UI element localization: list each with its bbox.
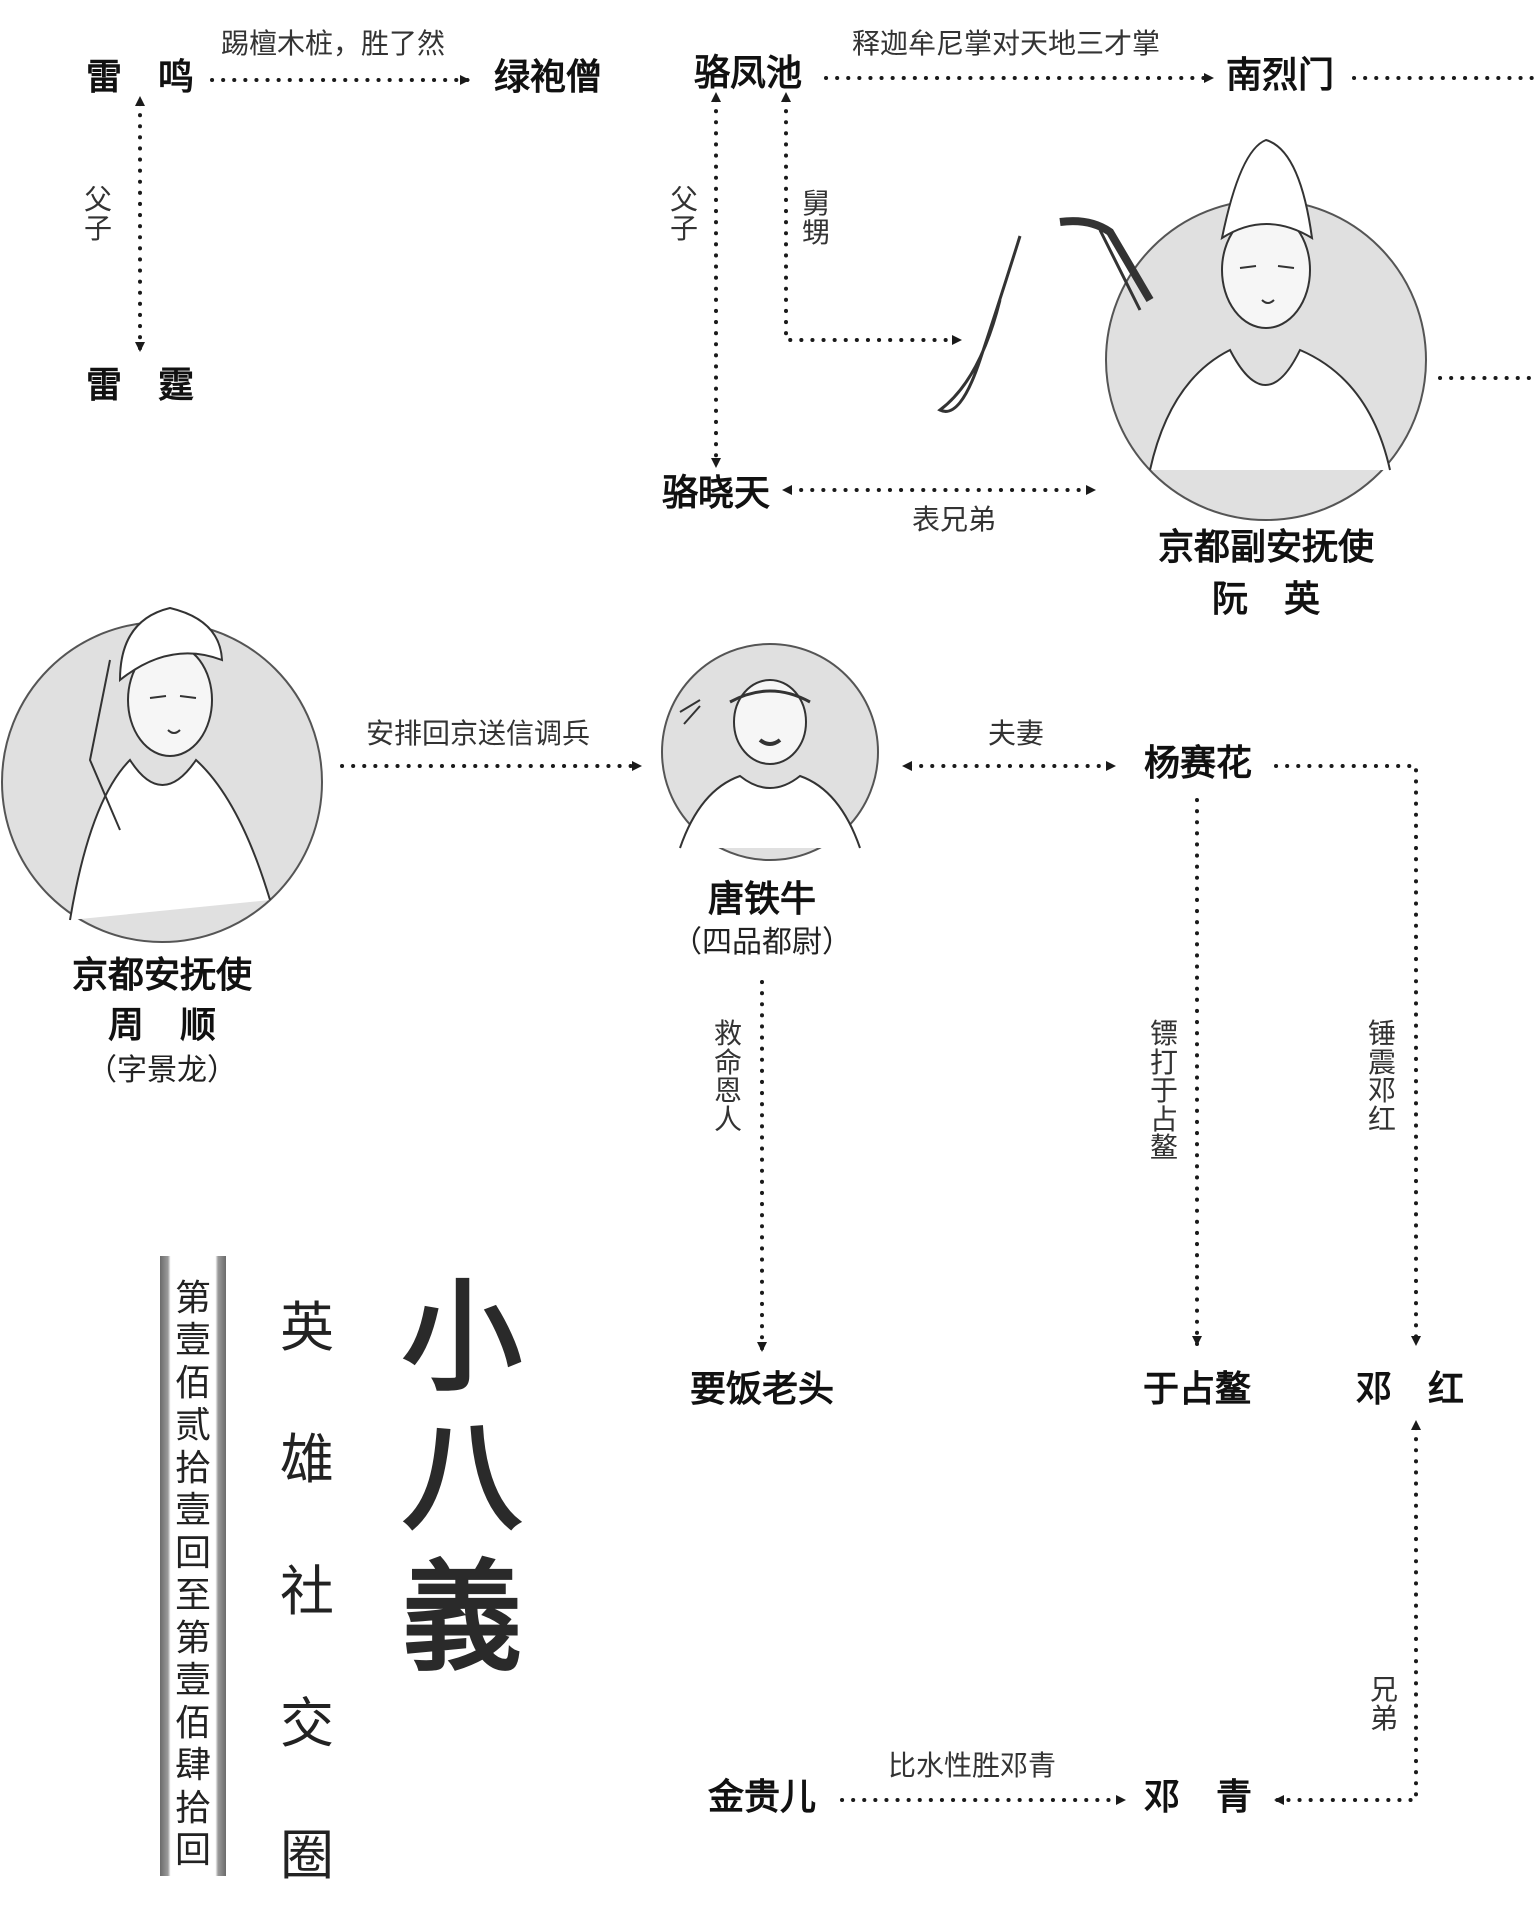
node-lei-ting: 雷 霆 <box>86 365 195 406</box>
node-zhou-shun-name: 周 顺 <box>107 1005 217 1046</box>
label-zhou-tang: 安排回京送信调兵 <box>365 717 591 750</box>
edge-luo-ruan <box>781 92 962 345</box>
chapter-range: 第壹佰贰拾壹回至第壹佰肆拾回 <box>174 1278 211 1872</box>
edge-brothers <box>1274 1420 1421 1805</box>
node-ruan-ying-name: 阮 英 <box>1211 579 1321 620</box>
label-luo-ruan: 舅甥 <box>801 187 830 249</box>
node-zhou-shun-title: 京都安抚使 <box>71 955 253 996</box>
node-luo-xiaotian: 骆晓天 <box>662 473 771 514</box>
label-hammer: 锤震邓红 <box>1367 1017 1396 1136</box>
label-leiming-leiting: 父子 <box>83 183 112 245</box>
label-couple: 夫妻 <box>987 717 1045 750</box>
node-tang-tieniu-rank: （四品都尉） <box>672 925 852 960</box>
zhou-shun-portrait <box>1 606 323 943</box>
tang-tieniu-portrait <box>661 643 879 861</box>
connector-lines <box>1 73 1536 1805</box>
chapter-scroll: 第壹佰贰拾壹回至第壹佰肆拾回 <box>160 1256 226 1876</box>
relationship-diagram: 雷 鸣 绿袍僧 雷 霆 骆凤池 南烈门 骆晓天 京都副安抚使 阮 英 京都安抚使… <box>1 27 1536 1887</box>
node-yang-saihua: 杨赛花 <box>1144 743 1253 784</box>
title-column: 小八義 <box>402 1267 522 1688</box>
node-jin-guier: 金贵儿 <box>708 1777 817 1818</box>
node-ruan-ying-title: 京都副安抚使 <box>1157 527 1375 568</box>
ruan-ying-portrait <box>937 138 1427 521</box>
node-nan-liemen: 南烈门 <box>1226 55 1335 96</box>
label-dart: 镖打于占鳌 <box>1149 1017 1178 1165</box>
node-lvpao-seng: 绿袍僧 <box>494 57 603 98</box>
node-deng-qing: 邓 青 <box>1144 1777 1253 1818</box>
label-brothers: 兄弟 <box>1369 1673 1398 1735</box>
node-luo-fengchi: 骆凤池 <box>694 53 803 94</box>
label-luo-nan: 释迦牟尼掌对天地三才掌 <box>851 27 1161 60</box>
label-rescue: 救命恩人 <box>713 1017 742 1136</box>
label-swim: 比水性胜邓青 <box>887 1749 1057 1782</box>
label-cousins: 表兄弟 <box>911 503 997 536</box>
label-luo-xiaotian: 父子 <box>669 183 698 245</box>
label-leiming-lvpao: 踢檀木桩，胜了然 <box>220 27 446 60</box>
subtitle-column: 英雄社交圈 <box>280 1296 334 1887</box>
node-yaofan-laotou: 要饭老头 <box>689 1369 835 1410</box>
node-lei-ming: 雷 鸣 <box>86 57 195 98</box>
node-tang-tieniu: 唐铁牛 <box>707 879 817 920</box>
node-zhou-shun-courtesy: （字景龙） <box>87 1053 237 1088</box>
node-yu-zhanao: 于占鳌 <box>1142 1369 1252 1410</box>
node-deng-hong: 邓 红 <box>1356 1369 1465 1410</box>
